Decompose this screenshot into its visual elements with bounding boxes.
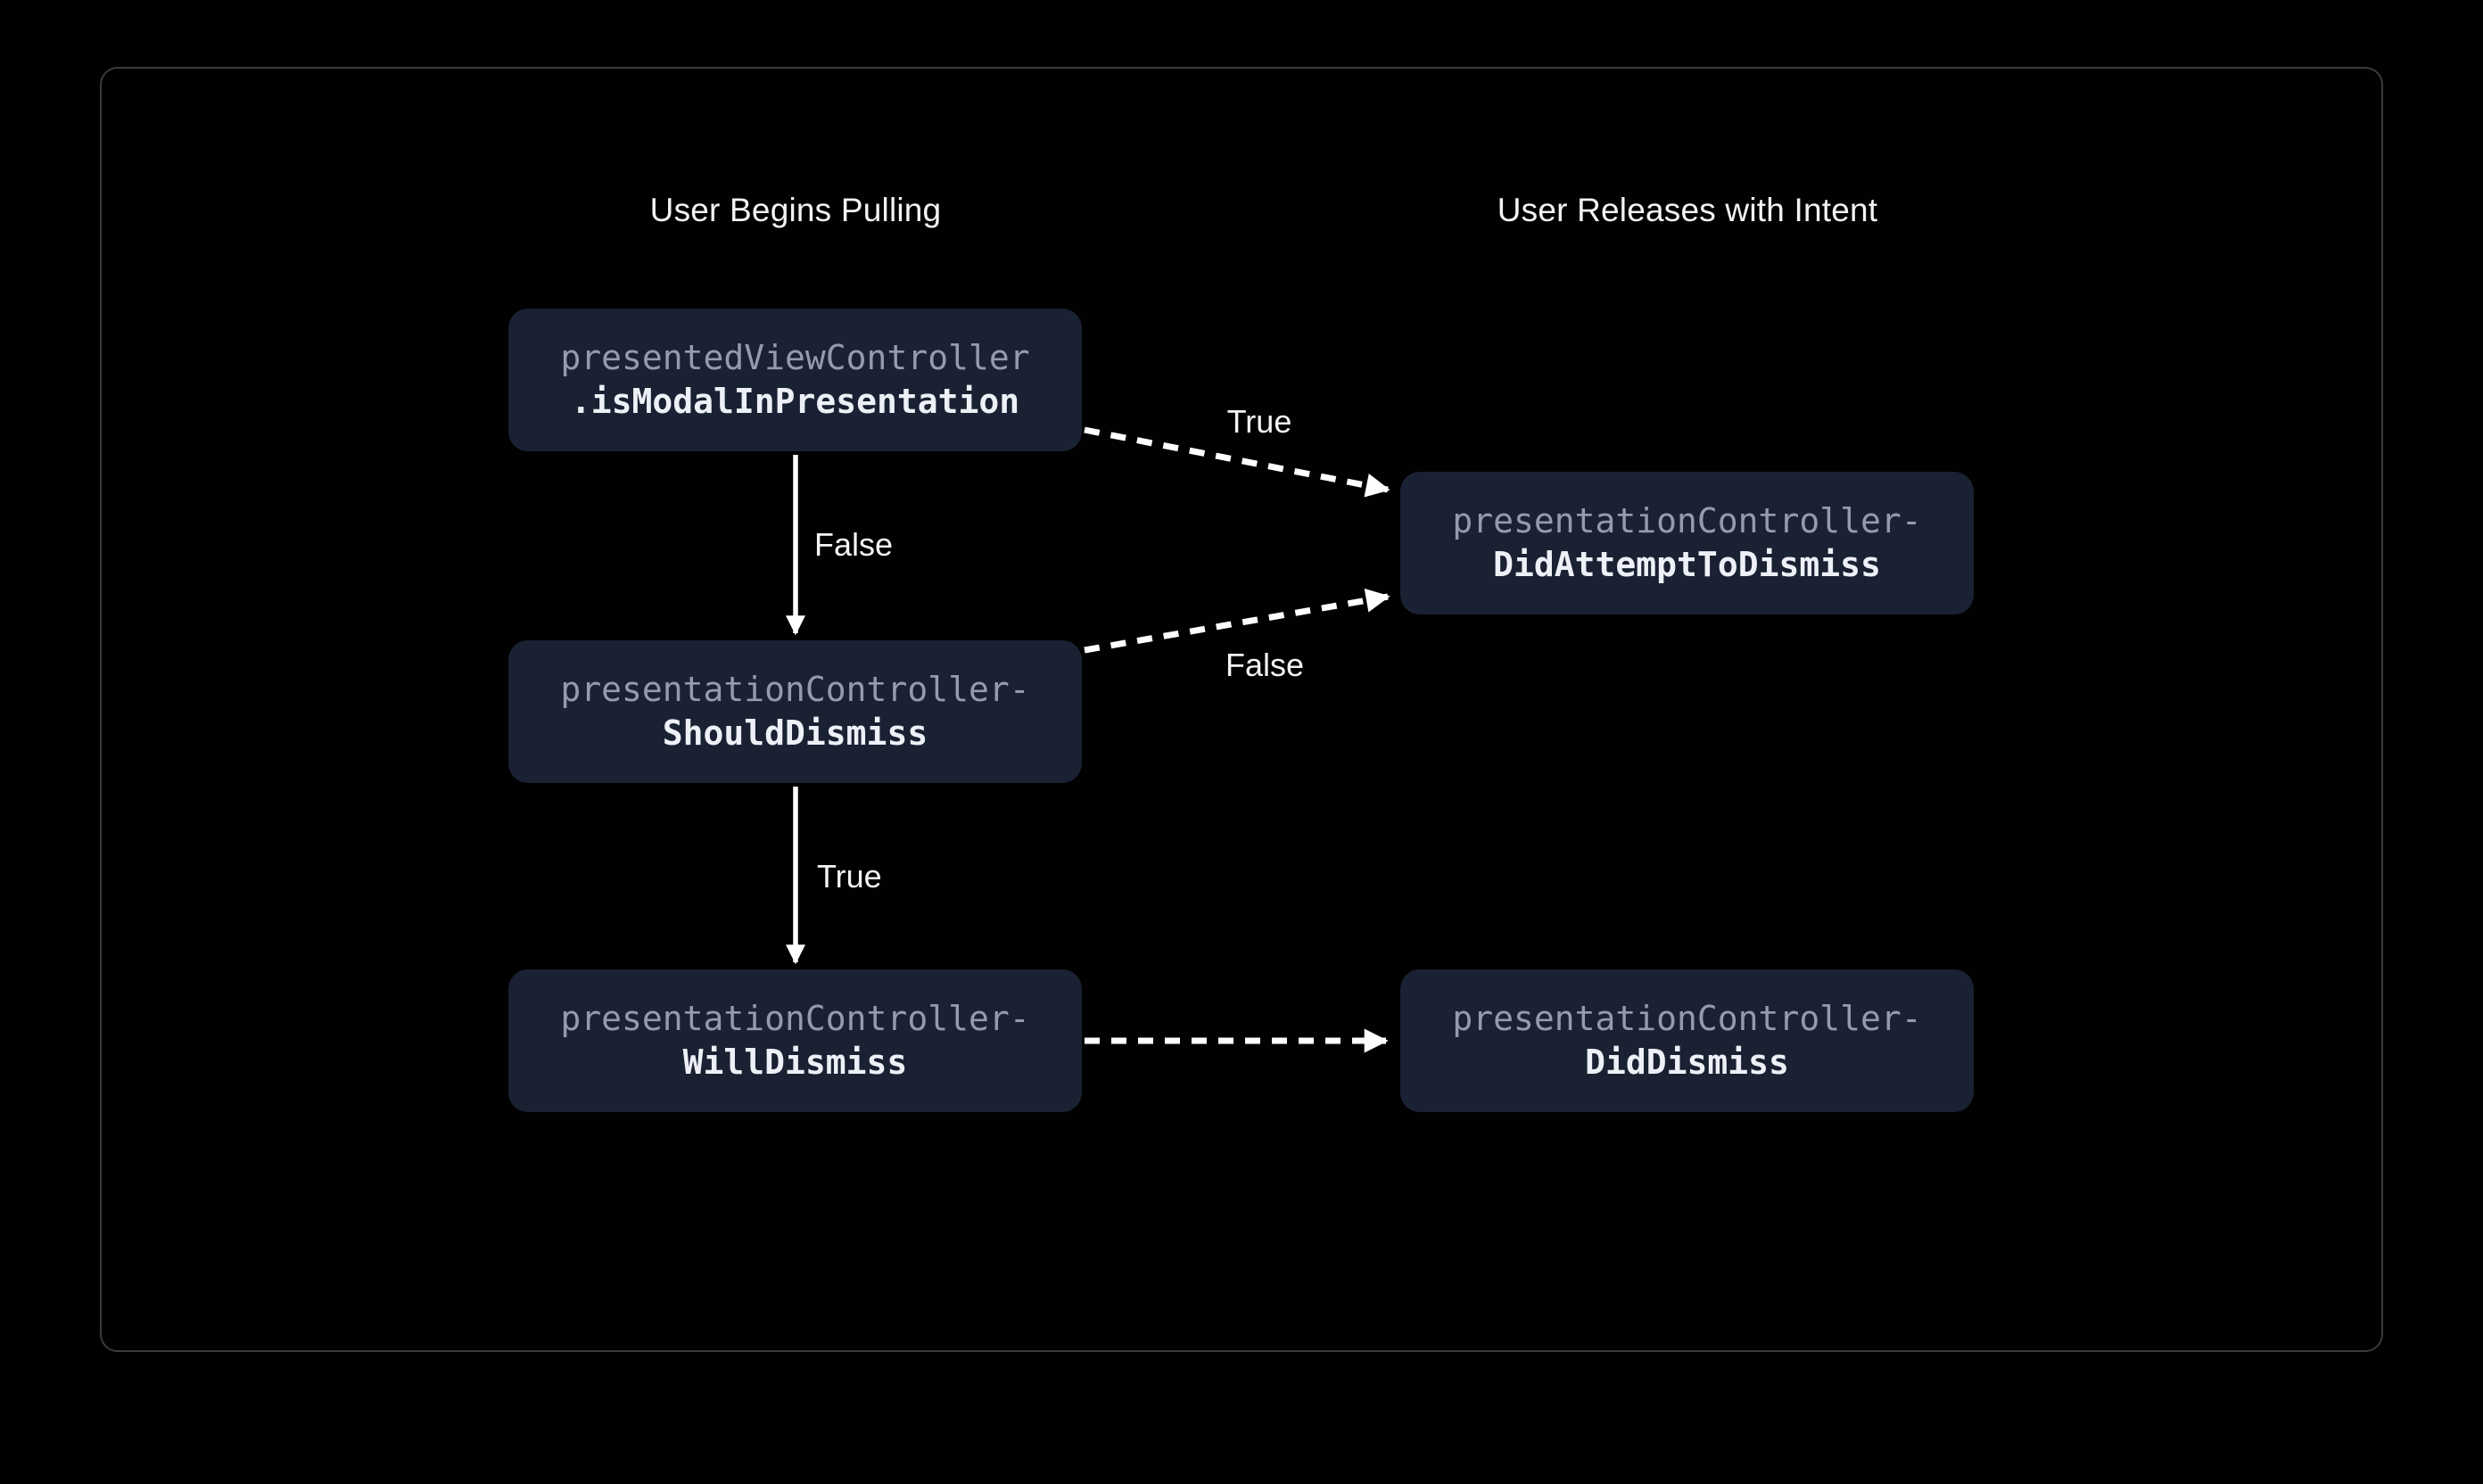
node-didAttemptToDismiss: presentationController- DidAttemptToDism… (1400, 472, 1974, 614)
node-shouldDismiss-line1: presentationController- (560, 670, 1030, 709)
node-didAttemptToDismiss-line2: DidAttemptToDismiss (1493, 545, 1881, 584)
node-shouldDismiss: presentationController- ShouldDismiss (508, 640, 1082, 783)
node-willDismiss-line1: presentationController- (560, 999, 1030, 1038)
edge-label-true-vertical: True (817, 858, 882, 895)
node-isModalInPresentation-line2: .isModalInPresentation (570, 382, 1020, 421)
edge-label-false-vertical: False (814, 526, 894, 563)
column-header-user-begins-pulling: User Begins Pulling (649, 192, 942, 228)
slide-panel (100, 67, 2383, 1352)
node-didDismiss: presentationController- DidDismiss (1400, 969, 1974, 1112)
node-didDismiss-line1: presentationController- (1452, 999, 1922, 1038)
node-isModalInPresentation-line1: presentedViewController (560, 338, 1030, 377)
node-didAttemptToDismiss-line1: presentationController- (1452, 501, 1922, 540)
edge-label-true-diagonal: True (1226, 403, 1292, 440)
column-header-user-releases-with-intent: User Releases with Intent (1497, 192, 1878, 228)
node-shouldDismiss-line2: ShouldDismiss (662, 713, 928, 753)
node-didDismiss-line2: DidDismiss (1585, 1043, 1789, 1082)
node-willDismiss-line2: WillDismiss (682, 1043, 908, 1082)
node-willDismiss: presentationController- WillDismiss (508, 969, 1082, 1112)
node-isModalInPresentation: presentedViewController .isModalInPresen… (508, 309, 1082, 451)
edge-label-false-diagonal: False (1225, 647, 1305, 683)
